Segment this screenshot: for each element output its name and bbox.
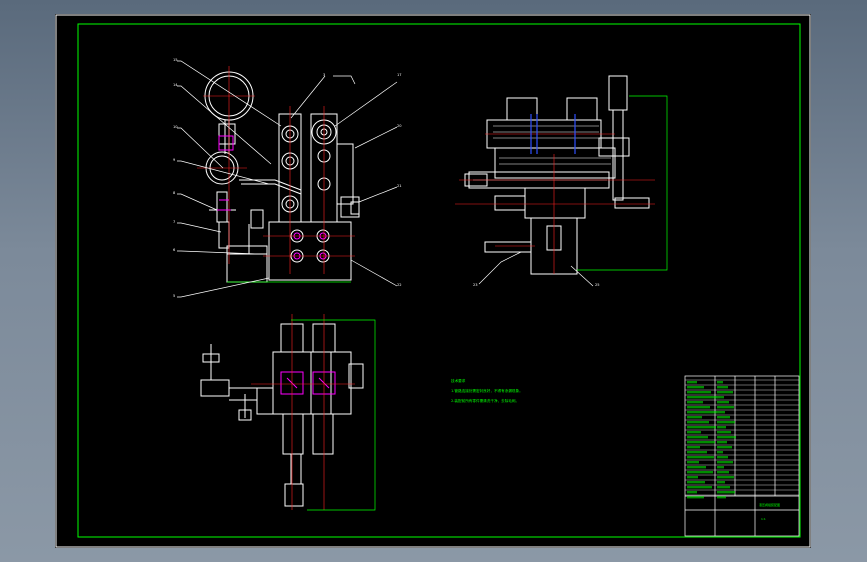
- title-block-entry: [717, 391, 733, 394]
- title-block-entry: [717, 436, 736, 439]
- side-centerlines: [455, 133, 655, 274]
- callout-label: 5: [173, 294, 175, 298]
- front-view: [204, 71, 360, 283]
- title-block-entry: [687, 401, 703, 404]
- title-block-entry: [687, 381, 697, 384]
- callout-label: 20: [397, 124, 402, 128]
- title-block-green-fill: [687, 381, 736, 499]
- cad-viewport[interactable]: 15 14 10 9 8 7 6 5 3 17 20 21 22: [55, 14, 811, 548]
- callout-label: 8: [173, 191, 176, 195]
- title-block-entry: [717, 466, 724, 469]
- title-block-entry: [687, 496, 704, 499]
- sheet-inner-border: [77, 23, 801, 538]
- title-block-entry: [717, 411, 725, 414]
- title-block-entry: [717, 421, 735, 424]
- drawing-scale: 1:1: [761, 517, 766, 521]
- title-block-entry: [687, 441, 715, 444]
- top-view-dimensions: [291, 319, 376, 511]
- valve-block: [268, 221, 352, 281]
- front-centerlines: [197, 66, 355, 274]
- title-block-entry: [717, 471, 729, 474]
- callout-label: 15: [173, 58, 178, 62]
- title-block-rows: [685, 379, 799, 496]
- top-view: [200, 323, 364, 507]
- callout-label: 23: [473, 283, 478, 287]
- side-leaders: [478, 251, 594, 287]
- title-block-entry: [717, 401, 729, 404]
- side-callouts: 23 25: [473, 283, 600, 287]
- side-dimensions: [577, 95, 668, 271]
- notes-line-1: 1.管路连接处需密封良好，不得有渗漏现象。: [451, 388, 523, 393]
- title-block-entry: [687, 481, 705, 484]
- title-block-entry: [717, 491, 735, 494]
- title-block-entry: [717, 416, 730, 419]
- title-block-entry: [717, 486, 730, 489]
- callout-label: 21: [397, 184, 402, 188]
- title-block-entry: [687, 451, 707, 454]
- title-block-entry: [687, 461, 699, 464]
- top-view-centerlines: [251, 314, 355, 510]
- title-block-entry: [687, 406, 710, 409]
- title-block-entry: [687, 411, 717, 414]
- notes-title: 技术要求: [451, 378, 466, 383]
- front-callouts: 15 14 10 9 8 7 6 5 3 17 20 21 22: [173, 58, 402, 298]
- technical-notes: 技术要求 1.管路连接处需密封良好，不得有渗漏现象。 2.装配前所有零件需清洗干…: [451, 378, 523, 403]
- title-block-entry: [687, 421, 709, 424]
- title-block-entry: [687, 456, 714, 459]
- title-block-entry: [717, 406, 734, 409]
- title-block-entry: [687, 446, 700, 449]
- top-view-highlights: [280, 371, 336, 395]
- title-block-entry: [687, 431, 701, 434]
- title-block-entry: [687, 386, 704, 389]
- title-block-entry: [687, 486, 712, 489]
- title-block-entry: [717, 496, 726, 499]
- notes-line-2: 2.装配前所有零件需清洗干净，去除毛刺。: [451, 398, 519, 403]
- title-block-entry: [687, 476, 698, 479]
- title-block-entry: [687, 416, 702, 419]
- title-block-entry: [717, 431, 731, 434]
- title-block-entry: [687, 491, 697, 494]
- title-block-entry: [717, 381, 723, 384]
- callout-label: 6: [173, 248, 176, 252]
- callout-label: 9: [173, 158, 176, 162]
- title-block-entry: [687, 466, 706, 469]
- title-block-entry: [687, 471, 713, 474]
- title-block-entry: [717, 396, 724, 399]
- front-highlights: [217, 135, 234, 211]
- sheet-outer-border: [55, 14, 811, 548]
- front-leaders: [177, 60, 398, 298]
- callout-label: 7: [173, 220, 175, 224]
- callout-label: 3: [323, 73, 325, 77]
- callout-label: 14: [173, 83, 178, 87]
- title-block-entry: [717, 446, 732, 449]
- title-block-text: 液压阀组装配图 1:1: [759, 502, 780, 521]
- side-blue-lines: [530, 114, 576, 154]
- title-block-entry: [717, 461, 733, 464]
- title-block-entry: [717, 456, 728, 459]
- title-block-entry: [687, 436, 708, 439]
- side-view: [464, 75, 650, 275]
- callout-label: 17: [397, 73, 402, 77]
- callout-label: 25: [595, 283, 600, 287]
- title-block-entry: [717, 441, 727, 444]
- title-block-entry: [717, 476, 734, 479]
- title-block-entry: [717, 386, 728, 389]
- title-block-entry: [717, 451, 723, 454]
- title-block-entry: [687, 391, 711, 394]
- drawing-name: 液压阀组装配图: [759, 502, 780, 507]
- title-block-entry: [687, 396, 718, 399]
- callout-label: 22: [397, 283, 402, 287]
- title-block-entry: [717, 426, 726, 429]
- assembly-drawing: 15 14 10 9 8 7 6 5 3 17 20 21 22: [55, 14, 811, 548]
- title-block-entry: [687, 426, 716, 429]
- callout-label: 10: [173, 125, 178, 129]
- title-block-entry: [717, 481, 725, 484]
